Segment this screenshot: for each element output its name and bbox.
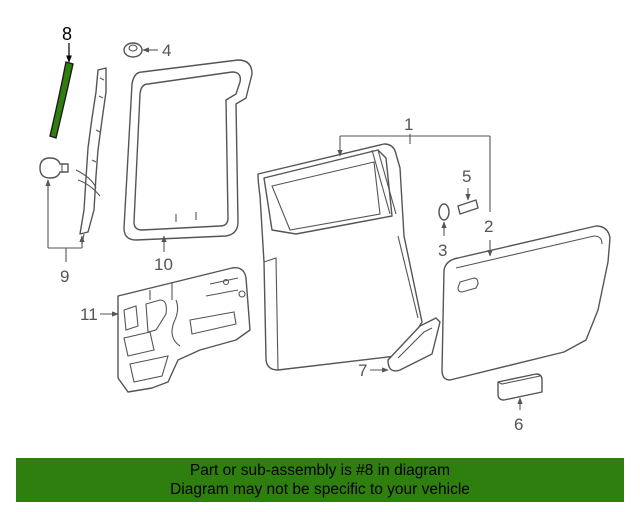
- part-5-emblem: [457, 199, 479, 215]
- svg-text:7: 7: [358, 361, 367, 380]
- callout-8[interactable]: 8: [62, 24, 72, 63]
- svg-text:11: 11: [80, 305, 98, 324]
- callout-1[interactable]: 1: [337, 115, 491, 212]
- part-6-handle: [497, 373, 543, 401]
- svg-text:8: 8: [62, 24, 72, 44]
- door-shell: [257, 143, 423, 371]
- callout-2[interactable]: 2: [484, 217, 493, 257]
- info-banner: Part or sub-assembly is #8 in diagram Di…: [16, 458, 624, 502]
- part-10-weatherstrip: [123, 59, 253, 241]
- part-4-stopper: [123, 42, 143, 58]
- callout-4[interactable]: 4: [142, 41, 171, 60]
- svg-text:2: 2: [484, 217, 493, 236]
- svg-text:6: 6: [514, 415, 523, 434]
- part-11-inner-panel: [117, 267, 251, 393]
- part-2-outer-panel: [441, 225, 611, 381]
- banner-line-disclaimer: Diagram may not be specific to your vehi…: [170, 481, 470, 498]
- callout-10[interactable]: 10: [154, 235, 173, 274]
- callout-7[interactable]: 7: [358, 361, 389, 380]
- svg-text:3: 3: [438, 241, 447, 260]
- svg-text:5: 5: [462, 167, 471, 186]
- part-9-channel: [75, 67, 107, 245]
- callout-5[interactable]: 5: [462, 167, 471, 201]
- callout-9[interactable]: 9: [45, 179, 85, 286]
- part-7-moulding: [387, 317, 441, 372]
- svg-text:1: 1: [404, 115, 413, 134]
- callout-6[interactable]: 6: [514, 397, 523, 434]
- svg-text:4: 4: [162, 41, 171, 60]
- banner-line-part: Part or sub-assembly is #8 in diagram: [189, 462, 451, 479]
- svg-text:9: 9: [60, 267, 69, 286]
- part-3-plug: [438, 203, 450, 221]
- callout-3[interactable]: 3: [438, 221, 447, 260]
- callout-11[interactable]: 11: [80, 305, 119, 324]
- part-8-garnish[interactable]: [49, 61, 74, 139]
- part-9-clip: [39, 157, 69, 179]
- svg-text:10: 10: [154, 255, 173, 274]
